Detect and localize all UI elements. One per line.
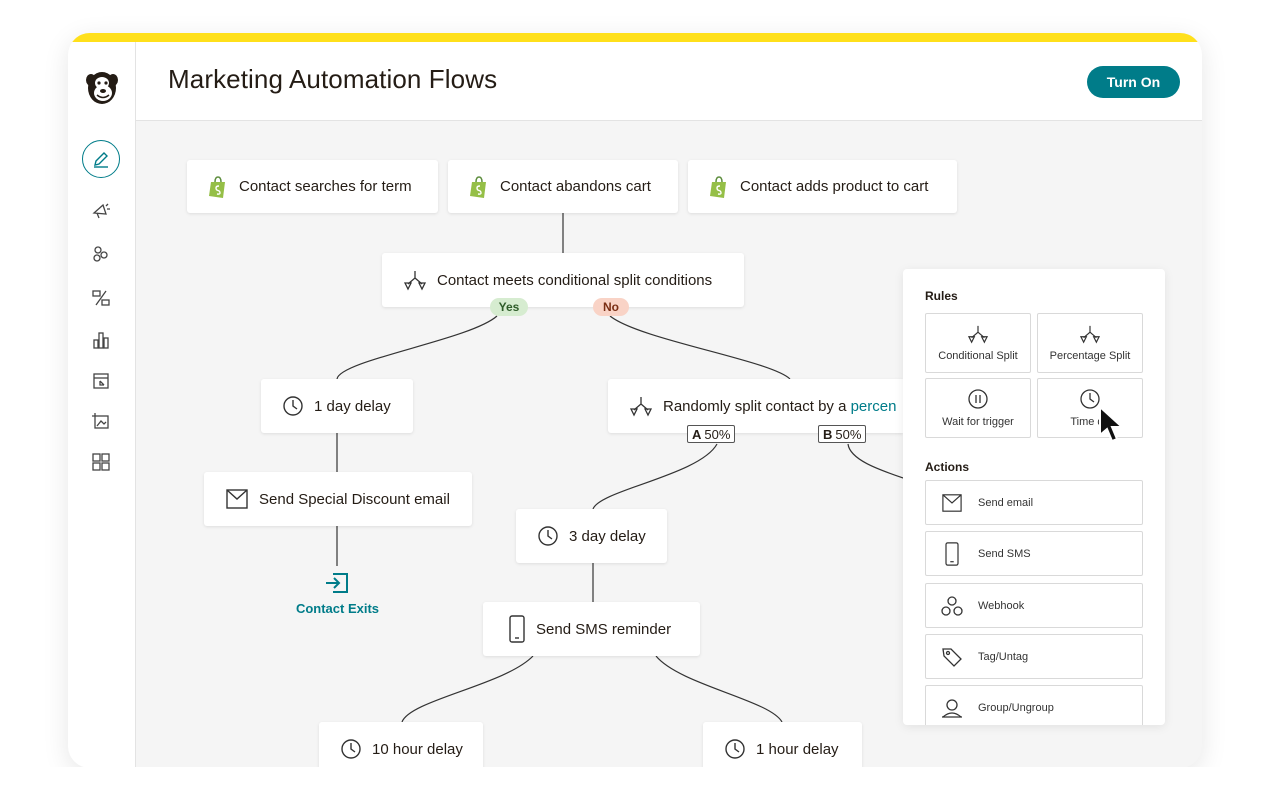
edit-pencil-icon[interactable] (82, 140, 120, 178)
conditional-split-node[interactable]: Contact meets conditional split conditio… (382, 253, 744, 307)
action-send-email[interactable]: Send email (925, 480, 1143, 525)
split-icon (403, 269, 427, 291)
analytics-icon[interactable] (90, 329, 112, 351)
clock-icon (340, 738, 362, 760)
clock-icon (1080, 389, 1100, 409)
trigger-node[interactable]: Contact searches for term (187, 160, 438, 213)
rule-time-delay[interactable]: Time de (1037, 378, 1143, 438)
automation-icon[interactable] (90, 287, 112, 309)
rule-conditional-split[interactable]: Conditional Split (925, 313, 1031, 373)
rule-label: Conditional Split (938, 350, 1018, 362)
action-send-sms[interactable]: Send SMS (925, 531, 1143, 576)
split-a-value: 50% (704, 426, 731, 442)
mouse-cursor-icon (1098, 404, 1128, 450)
split-a-letter: A (692, 426, 702, 442)
action-label: Send email (978, 496, 1034, 509)
pause-icon (968, 389, 988, 409)
clock-icon (282, 395, 304, 417)
action-label: Group/Ungroup (978, 701, 1054, 714)
delay-label: 3 day delay (569, 527, 646, 545)
phone-icon (508, 615, 526, 643)
trigger-label: Contact abandons cart (500, 178, 651, 195)
megaphone-icon[interactable] (90, 200, 112, 222)
email-icon (225, 488, 249, 510)
website-icon[interactable] (90, 370, 112, 392)
mailchimp-logo-icon[interactable] (82, 65, 122, 114)
trigger-label: Contact adds product to cart (740, 178, 929, 195)
page-header: Marketing Automation Flows Turn On (136, 42, 1202, 121)
rule-wait-for-trigger[interactable]: Wait for trigger (925, 378, 1031, 438)
shopify-bag-icon (468, 175, 490, 199)
shopify-bag-icon (207, 175, 229, 199)
webhook-icon (941, 595, 963, 616)
audience-icon[interactable] (90, 243, 112, 265)
tag-icon (942, 647, 962, 667)
trigger-node[interactable]: Contact abandons cart (448, 160, 678, 213)
action-label: Tag/Untag (978, 650, 1029, 663)
delay-label: 1 day delay (314, 397, 391, 415)
random-split-highlight: percen (850, 397, 897, 415)
brand-topbar (68, 33, 1202, 42)
send-sms-node[interactable]: Send SMS reminder (483, 602, 700, 656)
group-icon (942, 698, 962, 718)
action-label: Webhook (978, 599, 1025, 612)
turn-on-button[interactable]: Turn On (1087, 66, 1180, 98)
contact-exits-label: Contact Exits (295, 601, 380, 616)
clock-icon (724, 738, 746, 760)
email-icon (942, 493, 962, 512)
delay-node[interactable]: 3 day delay (516, 509, 667, 563)
trigger-label: Contact searches for term (239, 178, 412, 195)
split-b-value: 50% (835, 426, 862, 442)
action-tag-untag[interactable]: Tag/Untag (925, 634, 1143, 679)
random-split-node[interactable]: Randomly split contact by a percen (608, 379, 903, 433)
rule-label: Percentage Split (1049, 350, 1131, 362)
action-webhook[interactable]: Webhook (925, 583, 1143, 628)
send-email-label: Send Special Discount email (259, 490, 450, 508)
split-icon (1079, 325, 1101, 344)
actions-heading: Actions (925, 460, 970, 474)
shopify-bag-icon (708, 175, 730, 199)
rule-label: Wait for trigger (942, 416, 1014, 428)
delay-label: 1 hour delay (756, 740, 839, 758)
split-b-letter: B (823, 426, 833, 442)
rule-percentage-split[interactable]: Percentage Split (1037, 313, 1143, 373)
random-split-label: Randomly split contact by a (663, 397, 851, 415)
rules-heading: Rules (925, 289, 958, 303)
sidebar (68, 42, 136, 768)
action-group-ungroup[interactable]: Group/Ungroup (925, 685, 1143, 725)
bottom-fade (0, 767, 1270, 804)
phone-icon (945, 541, 959, 566)
yes-badge: Yes (490, 298, 528, 316)
send-email-node[interactable]: Send Special Discount email (204, 472, 472, 526)
page-title: Marketing Automation Flows (168, 64, 498, 94)
split-icon (629, 395, 653, 417)
action-label: Send SMS (978, 547, 1031, 560)
trigger-node[interactable]: Contact adds product to cart (688, 160, 957, 213)
split-icon (967, 325, 989, 344)
delay-label: 10 hour delay (372, 740, 463, 758)
conditional-split-label: Contact meets conditional split conditio… (437, 271, 713, 289)
content-icon[interactable] (90, 410, 112, 432)
delay-node[interactable]: 1 day delay (261, 379, 413, 433)
no-badge: No (593, 298, 629, 316)
send-sms-label: Send SMS reminder (536, 620, 672, 638)
integrations-grid-icon[interactable] (90, 451, 112, 473)
rules-actions-panel: Rules Conditional Split Percentage Split… (903, 269, 1165, 725)
clock-icon (537, 525, 559, 547)
exit-icon (324, 572, 350, 599)
